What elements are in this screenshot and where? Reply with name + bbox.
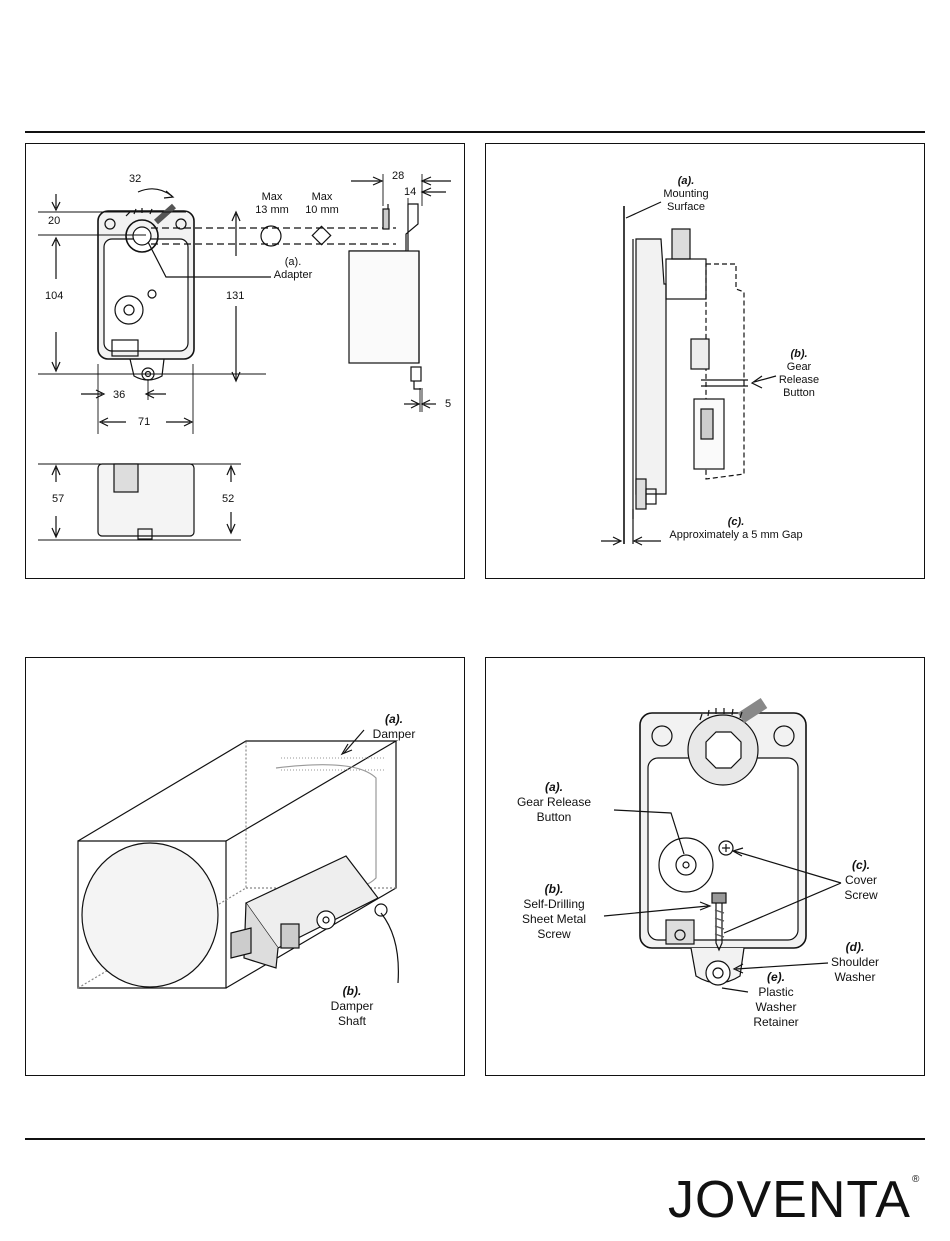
- damper-shaft-callout: (b). Damper Shaft: [330, 984, 374, 1028]
- registered-mark: ®: [912, 1174, 920, 1185]
- shoulder-washer-callout: (d). Shoulder Washer: [830, 940, 880, 984]
- adapter-callout: (a). Adapter: [273, 256, 313, 281]
- joventa-logo: JOVENTA ®: [668, 1170, 928, 1230]
- gap-callout: (c). Approximately a 5 mm Gap: [669, 516, 803, 541]
- dim-104: 104: [45, 290, 64, 302]
- logo-wordmark: JOVENTA: [668, 1171, 911, 1229]
- mounting-panel: (a). Mounting Surface (b). Gear Release …: [485, 143, 925, 579]
- damper-panel: (a). Damper (b). Damper Shaft: [25, 657, 465, 1076]
- dim-71: 71: [138, 416, 151, 428]
- gear-release-button-front-callout: (a). Gear Release Button: [516, 780, 592, 824]
- dim-14: 14: [404, 186, 417, 198]
- dim-57: 57: [52, 493, 65, 505]
- damper-callout: (a). Damper: [372, 712, 416, 741]
- front-view-drawing: [603, 697, 842, 993]
- dim-20: 20: [48, 215, 61, 227]
- mounting-surface-callout: (a). Mounting Surface: [663, 175, 709, 213]
- dim-36: 36: [113, 389, 126, 401]
- dimensions-drawing: [38, 174, 451, 541]
- self-drilling-screw-callout: (b). Self-Drilling Sheet Metal Screw: [521, 882, 587, 941]
- dim-32: 32: [129, 173, 142, 185]
- dim-131: 131: [226, 290, 245, 302]
- damper-drawing: [77, 729, 399, 989]
- mounting-drawing: [601, 201, 777, 546]
- dim-5: 5: [445, 398, 452, 410]
- bottom-rule: [25, 1138, 925, 1140]
- dim-52: 52: [222, 493, 235, 505]
- cover-screw-callout: (c). Cover Screw: [844, 858, 878, 902]
- top-rule: [25, 131, 925, 133]
- plastic-washer-retainer-callout: (e). Plastic Washer Retainer: [753, 970, 799, 1029]
- dim-28: 28: [392, 170, 405, 182]
- gear-release-button-callout: (b). Gear Release Button: [778, 348, 820, 399]
- front-view-panel: (a). Gear Release Button (b). Self-Drill…: [485, 657, 925, 1076]
